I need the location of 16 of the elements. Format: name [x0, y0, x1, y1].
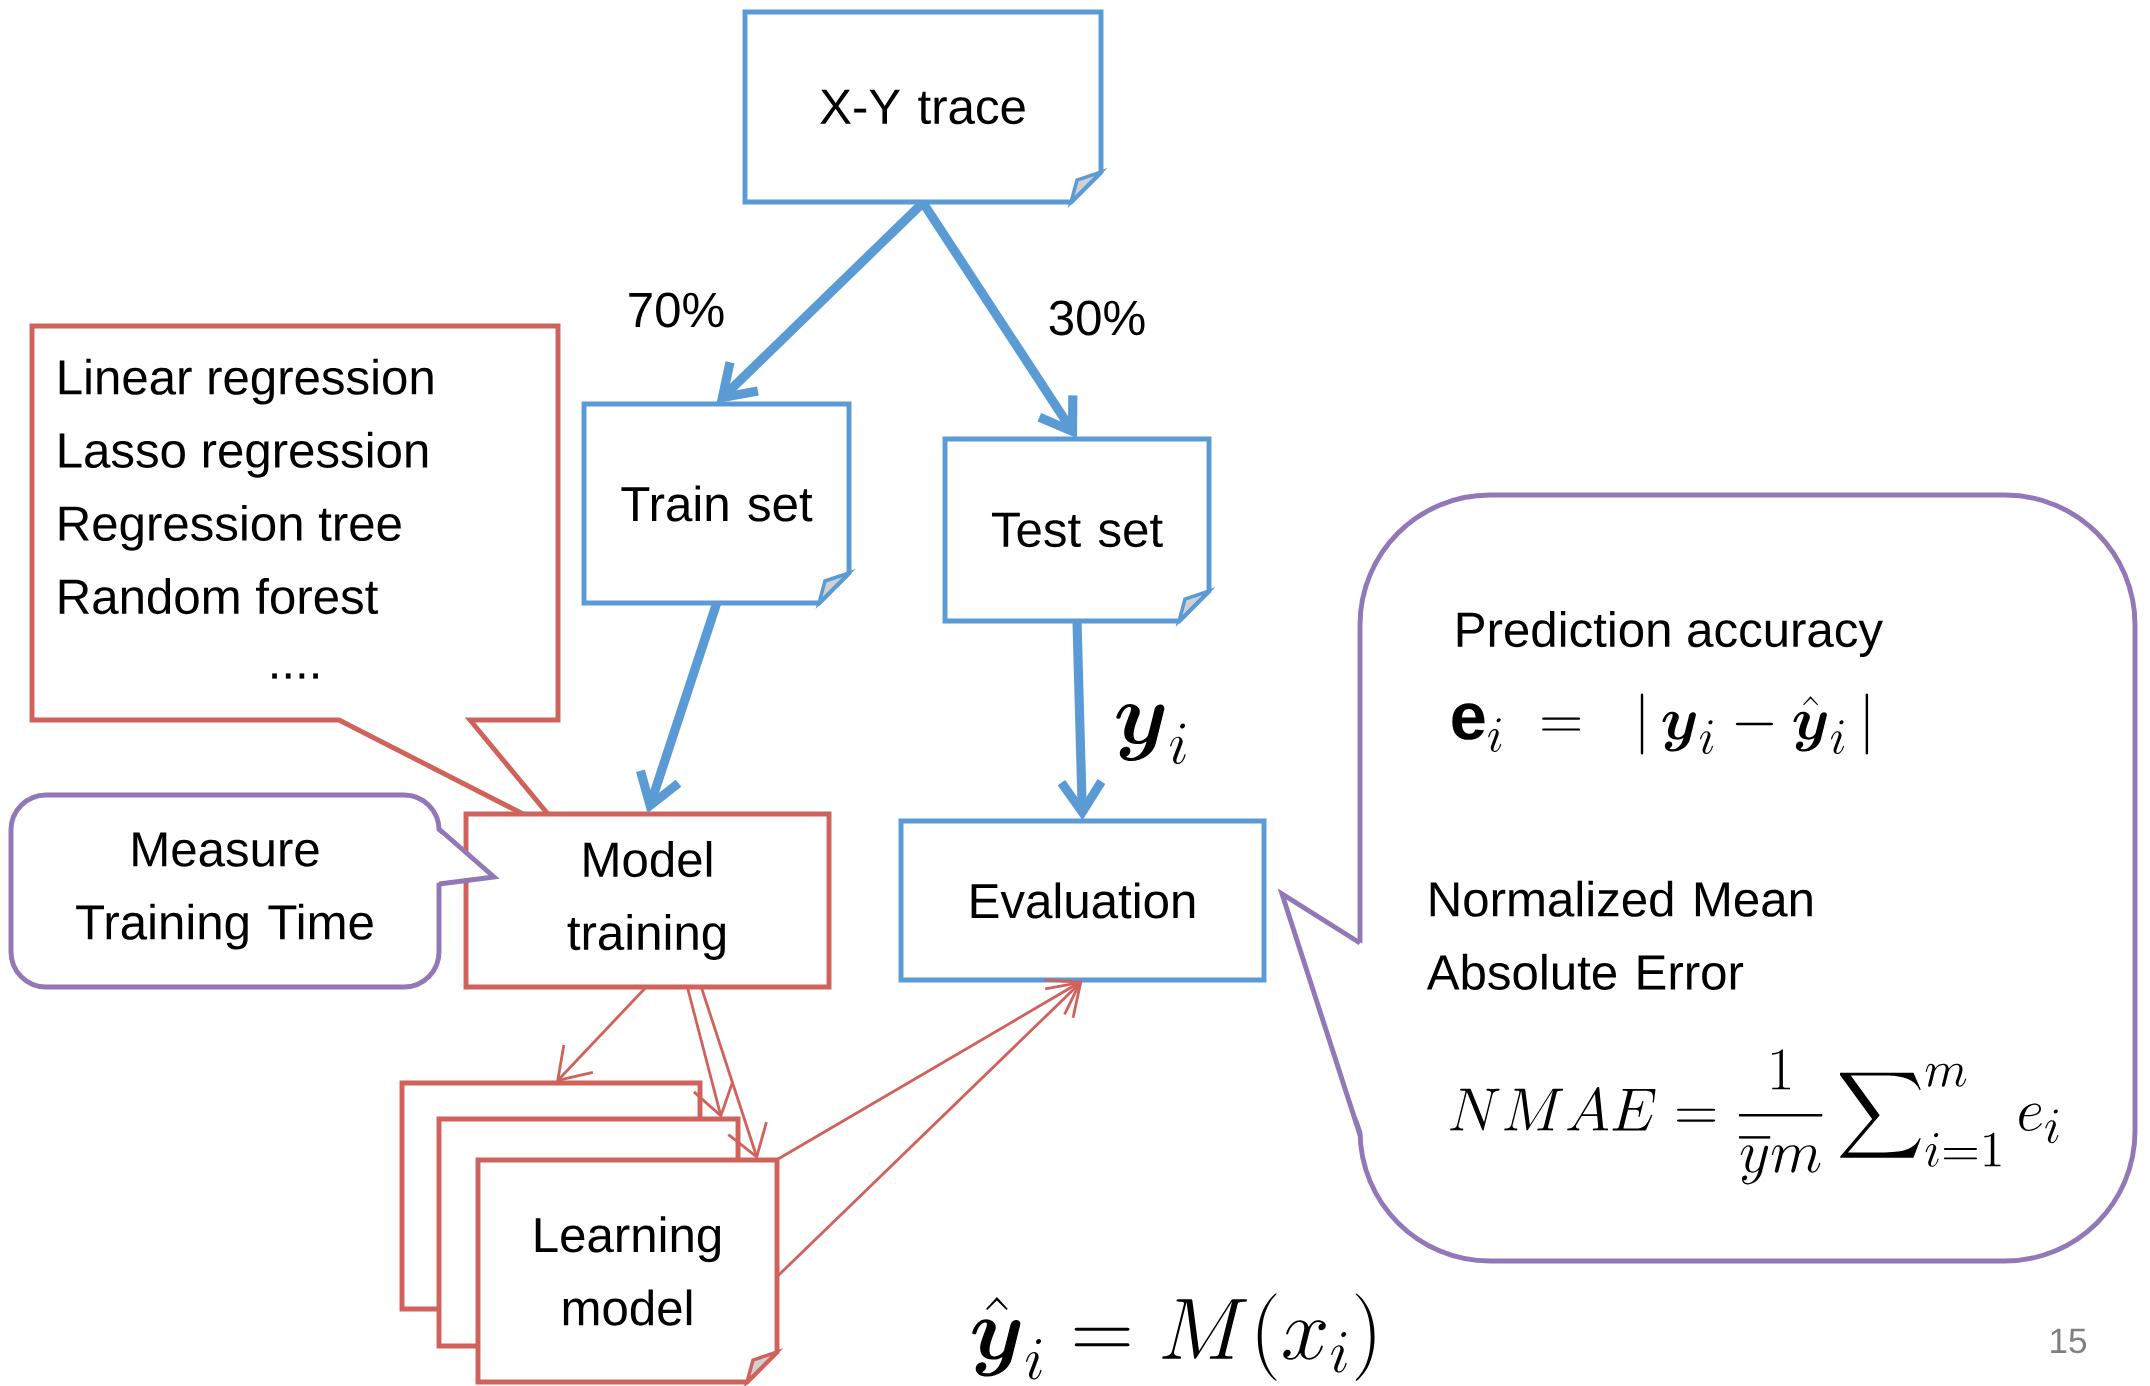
page-number: 15: [2051, 1328, 2087, 1354]
edge-label: 70%: [629, 292, 724, 328]
callout-bubble: Prediction accuracy $\mathbf{e}_i \;=\; \;|\,\boldsymbol{y}_i - \hat{\boldsymbol{y}}_i\,|$ Normalized Mean Absolute Error $NMAE = \frac{1}{\overline{y}m}\sum\nolimits_{i=1}^{m} e_i$: [1277, 492, 2138, 1264]
arrow: [700, 987, 768, 1160]
formula-label: $\hat{\boldsymbol{y}}_i = M(x_i)$: [972, 1293, 1375, 1381]
arrow: [556, 986, 647, 1083]
arrow: [1057, 621, 1106, 821]
callout-bubble: Measure Training Time: [8, 792, 500, 990]
process-box: Evaluation: [898, 818, 1267, 983]
arrow: [776, 980, 1083, 1277]
arrow: [636, 602, 721, 814]
formula-label: $\boldsymbol{y}_i$: [1116, 703, 1186, 765]
node-label: Learning model: [535, 1216, 721, 1326]
process-box: Model training: [463, 811, 832, 990]
arrow: [686, 987, 734, 1119]
edge-label: 30%: [1049, 300, 1145, 336]
